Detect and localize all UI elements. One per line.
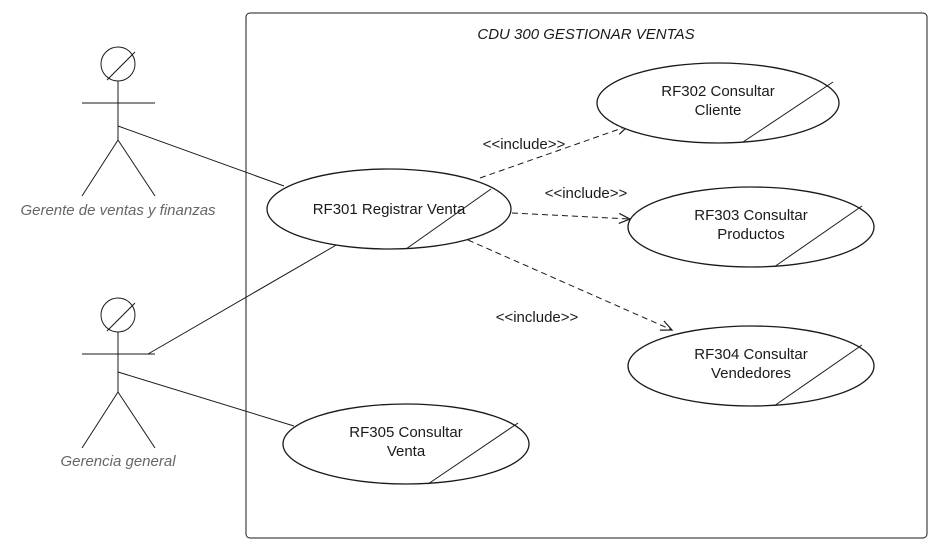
actor-gerente-figure	[81, 46, 156, 197]
actor-gerencia-label: Gerencia general	[60, 453, 176, 470]
association-gerente-rf301	[117, 125, 285, 187]
use-case-rf305: RF305 Consultar Venta	[282, 403, 530, 485]
include-label-rf302: <<include>>	[483, 136, 566, 153]
use-case-rf304: RF304 Consultar Vendedores	[627, 325, 875, 407]
include-label-rf304: <<include>>	[496, 309, 579, 326]
use-case-rf303-label-line1: RF303 Consultar	[694, 207, 807, 224]
use-case-rf304-label-line2: Vendedores	[711, 365, 791, 382]
use-case-rf301-label: RF301 Registrar Venta	[313, 201, 466, 218]
use-case-rf302: RF302 Consultar Cliente	[596, 62, 840, 144]
use-case-rf301: RF301 Registrar Venta	[266, 168, 512, 250]
use-case-rf302-label-line1: RF302 Consultar	[661, 83, 774, 100]
use-case-rf303-label-line2: Productos	[717, 226, 785, 243]
actor-gerente-label: Gerente de ventas y finanzas	[20, 202, 216, 219]
system-title: CDU 300 GESTIONAR VENTAS	[477, 26, 694, 43]
use-case-rf303: RF303 Consultar Productos	[627, 186, 875, 268]
associations	[117, 125, 339, 427]
use-case-rf305-label-line2: Venta	[387, 443, 426, 460]
include-relations	[467, 124, 674, 331]
include-label-rf303: <<include>>	[545, 185, 628, 202]
association-gerencia-rf305	[117, 371, 295, 427]
include-arrow-rf302	[479, 124, 630, 179]
use-case-rf304-label-line1: RF304 Consultar	[694, 346, 807, 363]
use-case-rf305-label-line1: RF305 Consultar	[349, 424, 462, 441]
association-gerencia-rf301	[147, 243, 339, 355]
use-case-rf302-label-line2: Cliente	[695, 102, 742, 119]
actor-gerencia-figure	[81, 297, 156, 449]
include-arrow-rf304	[467, 239, 674, 331]
